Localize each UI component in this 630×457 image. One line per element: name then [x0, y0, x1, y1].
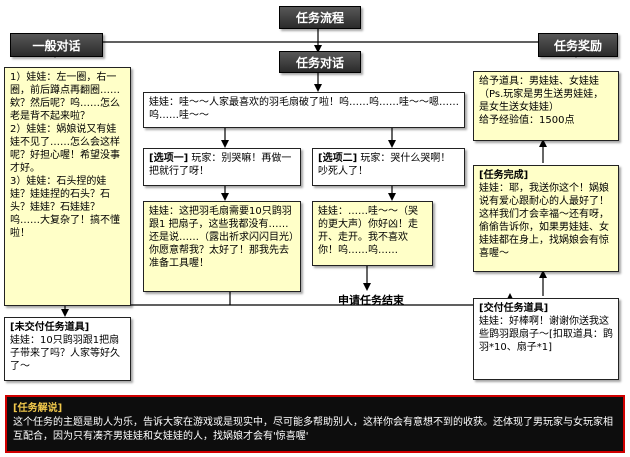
task-explanation: [任务解说] 这个任务的主题是助人为乐，告诉大家在游戏或是现实中，尽可能多帮助别… — [5, 395, 625, 453]
explanation-text: 这个任务的主题是助人为乐，告诉大家在游戏或是现实中，尽可能多帮助别人，这样你会有… — [13, 417, 613, 442]
general-dialog-line: 3）娃娃：石头捏的娃娃？娃娃捏的石头？石头？娃娃？石娃娃？呜……大复杂了！搞不懂… — [10, 176, 120, 239]
general-dialog-header: 一般对话 — [10, 33, 103, 57]
reply1-text: 娃娃：这把羽毛扇需要10只鹍羽跟1 把扇子，这些我都没有……还是说……（露出祈求… — [149, 206, 294, 269]
option1-title: [选项一] — [149, 153, 189, 164]
option2-text: 玩家：哭什么哭啊！吵死人了！ — [318, 153, 451, 177]
task-intro-text: 娃娃：哇～～人家最喜欢的羽毛扇破了啦！呜……呜……哇～～嗯……呜……哇～～ — [149, 97, 459, 121]
unsubmitted-text: 娃娃：10只鹍羽跟1把扇子带来了吗？人家等好久了～ — [10, 335, 120, 372]
task-reward-header: 任务奖励 — [538, 33, 618, 57]
general-dialog-line: 1）娃娃：左一圈，右一圈，前后蹲点再翻圈……欸？然后呢？呜……怎么老是背不起来啦… — [10, 72, 120, 122]
task-dialog-header: 任务对话 — [279, 51, 361, 73]
main-title: 任务流程 — [279, 6, 361, 29]
complete-text: 娃娃：耶，我送你这个！娲娘说有爱心跟耐心的人最好了！这样我们才会幸福～还有呀，偷… — [479, 183, 609, 259]
complete-box: [任务完成] 娃娃：耶，我送你这个！娲娘说有爱心跟耐心的人最好了！这样我们才会幸… — [473, 165, 619, 272]
option2-title: [选项二] — [318, 153, 358, 164]
reply1-box: 娃娃：这把羽毛扇需要10只鹍羽跟1 把扇子，这些我都没有……还是说……（露出祈求… — [143, 201, 301, 292]
general-dialog-box: 1）娃娃：左一圈，右一圈，前后蹲点再翻圈……欸？然后呢？呜……怎么老是背不起来啦… — [4, 67, 131, 306]
option1-text: 玩家：别哭嘛！再做一把就行了呀！ — [149, 153, 292, 177]
explanation-title: [任务解说] — [13, 403, 63, 414]
option2-box: [选项二] 玩家：哭什么哭啊！吵死人了！ — [312, 148, 465, 186]
reward-line: 给予经验值：1500点 — [479, 115, 575, 126]
reply2-text: 娃娃：……哇～～（哭的更大声）你好凶！走开、走开。我不喜欢你！呜……呜…… — [318, 206, 418, 256]
unsubmitted-title: [未交付任务道具] — [10, 322, 90, 333]
reward-line: 给予道具：男娃娃、女娃娃（Ps.玩家是男生送男娃娃，是女生送女娃娃） — [479, 76, 604, 113]
task-intro-box: 娃娃：哇～～人家最喜欢的羽毛扇破了啦！呜……呜……哇～～嗯……呜……哇～～ — [143, 92, 465, 128]
reward-box: 给予道具：男娃娃、女娃娃（Ps.玩家是男生送男娃娃，是女生送女娃娃） 给予经验值… — [473, 71, 619, 141]
complete-title: [任务完成] — [479, 170, 529, 181]
task-end-label: 申请任务结束 — [338, 294, 404, 307]
submit-title: [交付任务道具] — [479, 303, 549, 314]
reply2-box: 娃娃：……哇～～（哭的更大声）你好凶！走开、走开。我不喜欢你！呜……呜…… — [312, 201, 433, 266]
option1-box: [选项一] 玩家：别哭嘛！再做一把就行了呀！ — [143, 148, 301, 186]
submit-text: 娃娃：好棒啊！谢谢你送我这些鹍羽跟扇子～[扣取道具：鹍羽*10、扇子*1] — [479, 316, 613, 353]
general-dialog-line: 2）娃娃：娲娘说又有娃娃不见了……怎么会这样呢？好担心喔！希望没事才好。 — [10, 124, 120, 174]
unsubmitted-box: [未交付任务道具] 娃娃：10只鹍羽跟1把扇子带来了吗？人家等好久了～ — [4, 317, 131, 381]
submit-box: [交付任务道具] 娃娃：好棒啊！谢谢你送我这些鹍羽跟扇子～[扣取道具：鹍羽*10… — [473, 298, 619, 380]
